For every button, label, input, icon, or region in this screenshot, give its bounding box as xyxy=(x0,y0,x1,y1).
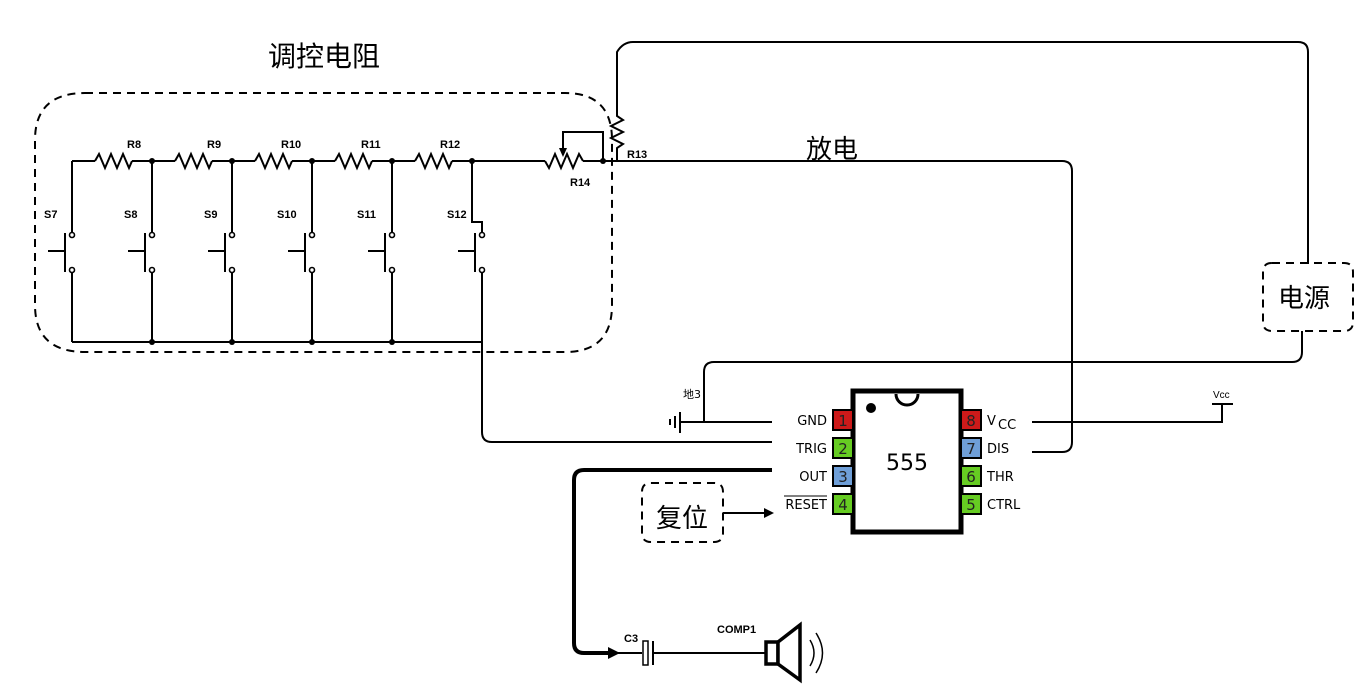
reset-label: 复位 xyxy=(656,504,708,534)
chip-name: 555 xyxy=(886,451,928,476)
pot-label-r14: R14 xyxy=(570,177,591,189)
output-wire xyxy=(572,468,772,655)
vcc-label: Vcc xyxy=(1213,390,1230,401)
pin-5 xyxy=(960,493,982,515)
left-pins: 1 2 3 4 GND TRIG OUT RESET xyxy=(784,409,854,515)
pin-2 xyxy=(832,437,854,459)
pin-6 xyxy=(960,465,982,487)
switch-label-s8: S8 xyxy=(124,209,137,221)
r13-label: R13 xyxy=(627,149,647,161)
pin-4-num: 4 xyxy=(838,496,848,514)
pin-8-label: V xyxy=(987,414,996,429)
pin-2-num: 2 xyxy=(838,440,848,458)
arrow-icon xyxy=(764,508,774,518)
switch-label-s10: S10 xyxy=(277,209,297,221)
pin-6-num: 6 xyxy=(966,468,976,486)
right-pins: 8 7 6 5 V CC DIS THR CTRL xyxy=(960,409,1021,515)
r13-resistor xyxy=(608,41,1309,264)
pin-8-sub: CC xyxy=(998,418,1016,433)
switch-array xyxy=(48,161,772,443)
resistor-label-r9: R9 xyxy=(207,139,221,151)
ground-icon xyxy=(669,412,772,433)
pin-6-label: THR xyxy=(986,470,1014,485)
resistor-label-r11: R11 xyxy=(361,139,381,151)
vcc-symbol xyxy=(1032,403,1233,423)
pin-1 xyxy=(832,409,854,431)
resistor-group-box xyxy=(34,92,613,353)
speaker-icon xyxy=(764,621,824,684)
resistor-label-r8: R8 xyxy=(127,139,141,151)
switch-label-s9: S9 xyxy=(204,209,217,221)
resistor-group-title: 调控电阻 xyxy=(268,40,380,73)
capacitor-label: C3 xyxy=(624,633,638,645)
resistor-label-r10: R10 xyxy=(281,139,301,151)
resistor-chain xyxy=(72,131,1073,453)
power-label: 电源 xyxy=(1278,284,1330,314)
switch-label-s7: S7 xyxy=(44,209,57,221)
reset-box xyxy=(641,482,724,543)
pin-5-num: 5 xyxy=(966,496,976,514)
arrow-icon xyxy=(608,647,620,659)
switch-label-s12: S12 xyxy=(447,209,467,221)
resistor-label-r12: R12 xyxy=(440,139,460,151)
pin-2-label: TRIG xyxy=(795,442,827,457)
discharge-label: 放电 xyxy=(806,135,858,165)
capacitor-c3 xyxy=(642,640,649,666)
pin-4-label: RESET xyxy=(785,498,827,513)
switch-label-s11: S11 xyxy=(357,209,376,221)
pin-1-label: GND xyxy=(797,414,827,429)
pin-1-num: 1 xyxy=(838,412,848,430)
pin-3 xyxy=(832,465,854,487)
speaker-label: COMP1 xyxy=(717,624,756,636)
chip-555: 555 xyxy=(850,388,964,535)
pin-7-num: 7 xyxy=(966,440,976,458)
pin-8 xyxy=(960,409,982,431)
pin-3-num: 3 xyxy=(838,468,848,486)
pin-3-label: OUT xyxy=(799,470,827,485)
pin-7 xyxy=(960,437,982,459)
pin-8-num: 8 xyxy=(966,412,976,430)
pin-4 xyxy=(832,493,854,515)
pin-7-label: DIS xyxy=(987,442,1009,457)
ground-label: 地3 xyxy=(683,388,701,401)
pin-5-label: CTRL xyxy=(987,498,1021,513)
